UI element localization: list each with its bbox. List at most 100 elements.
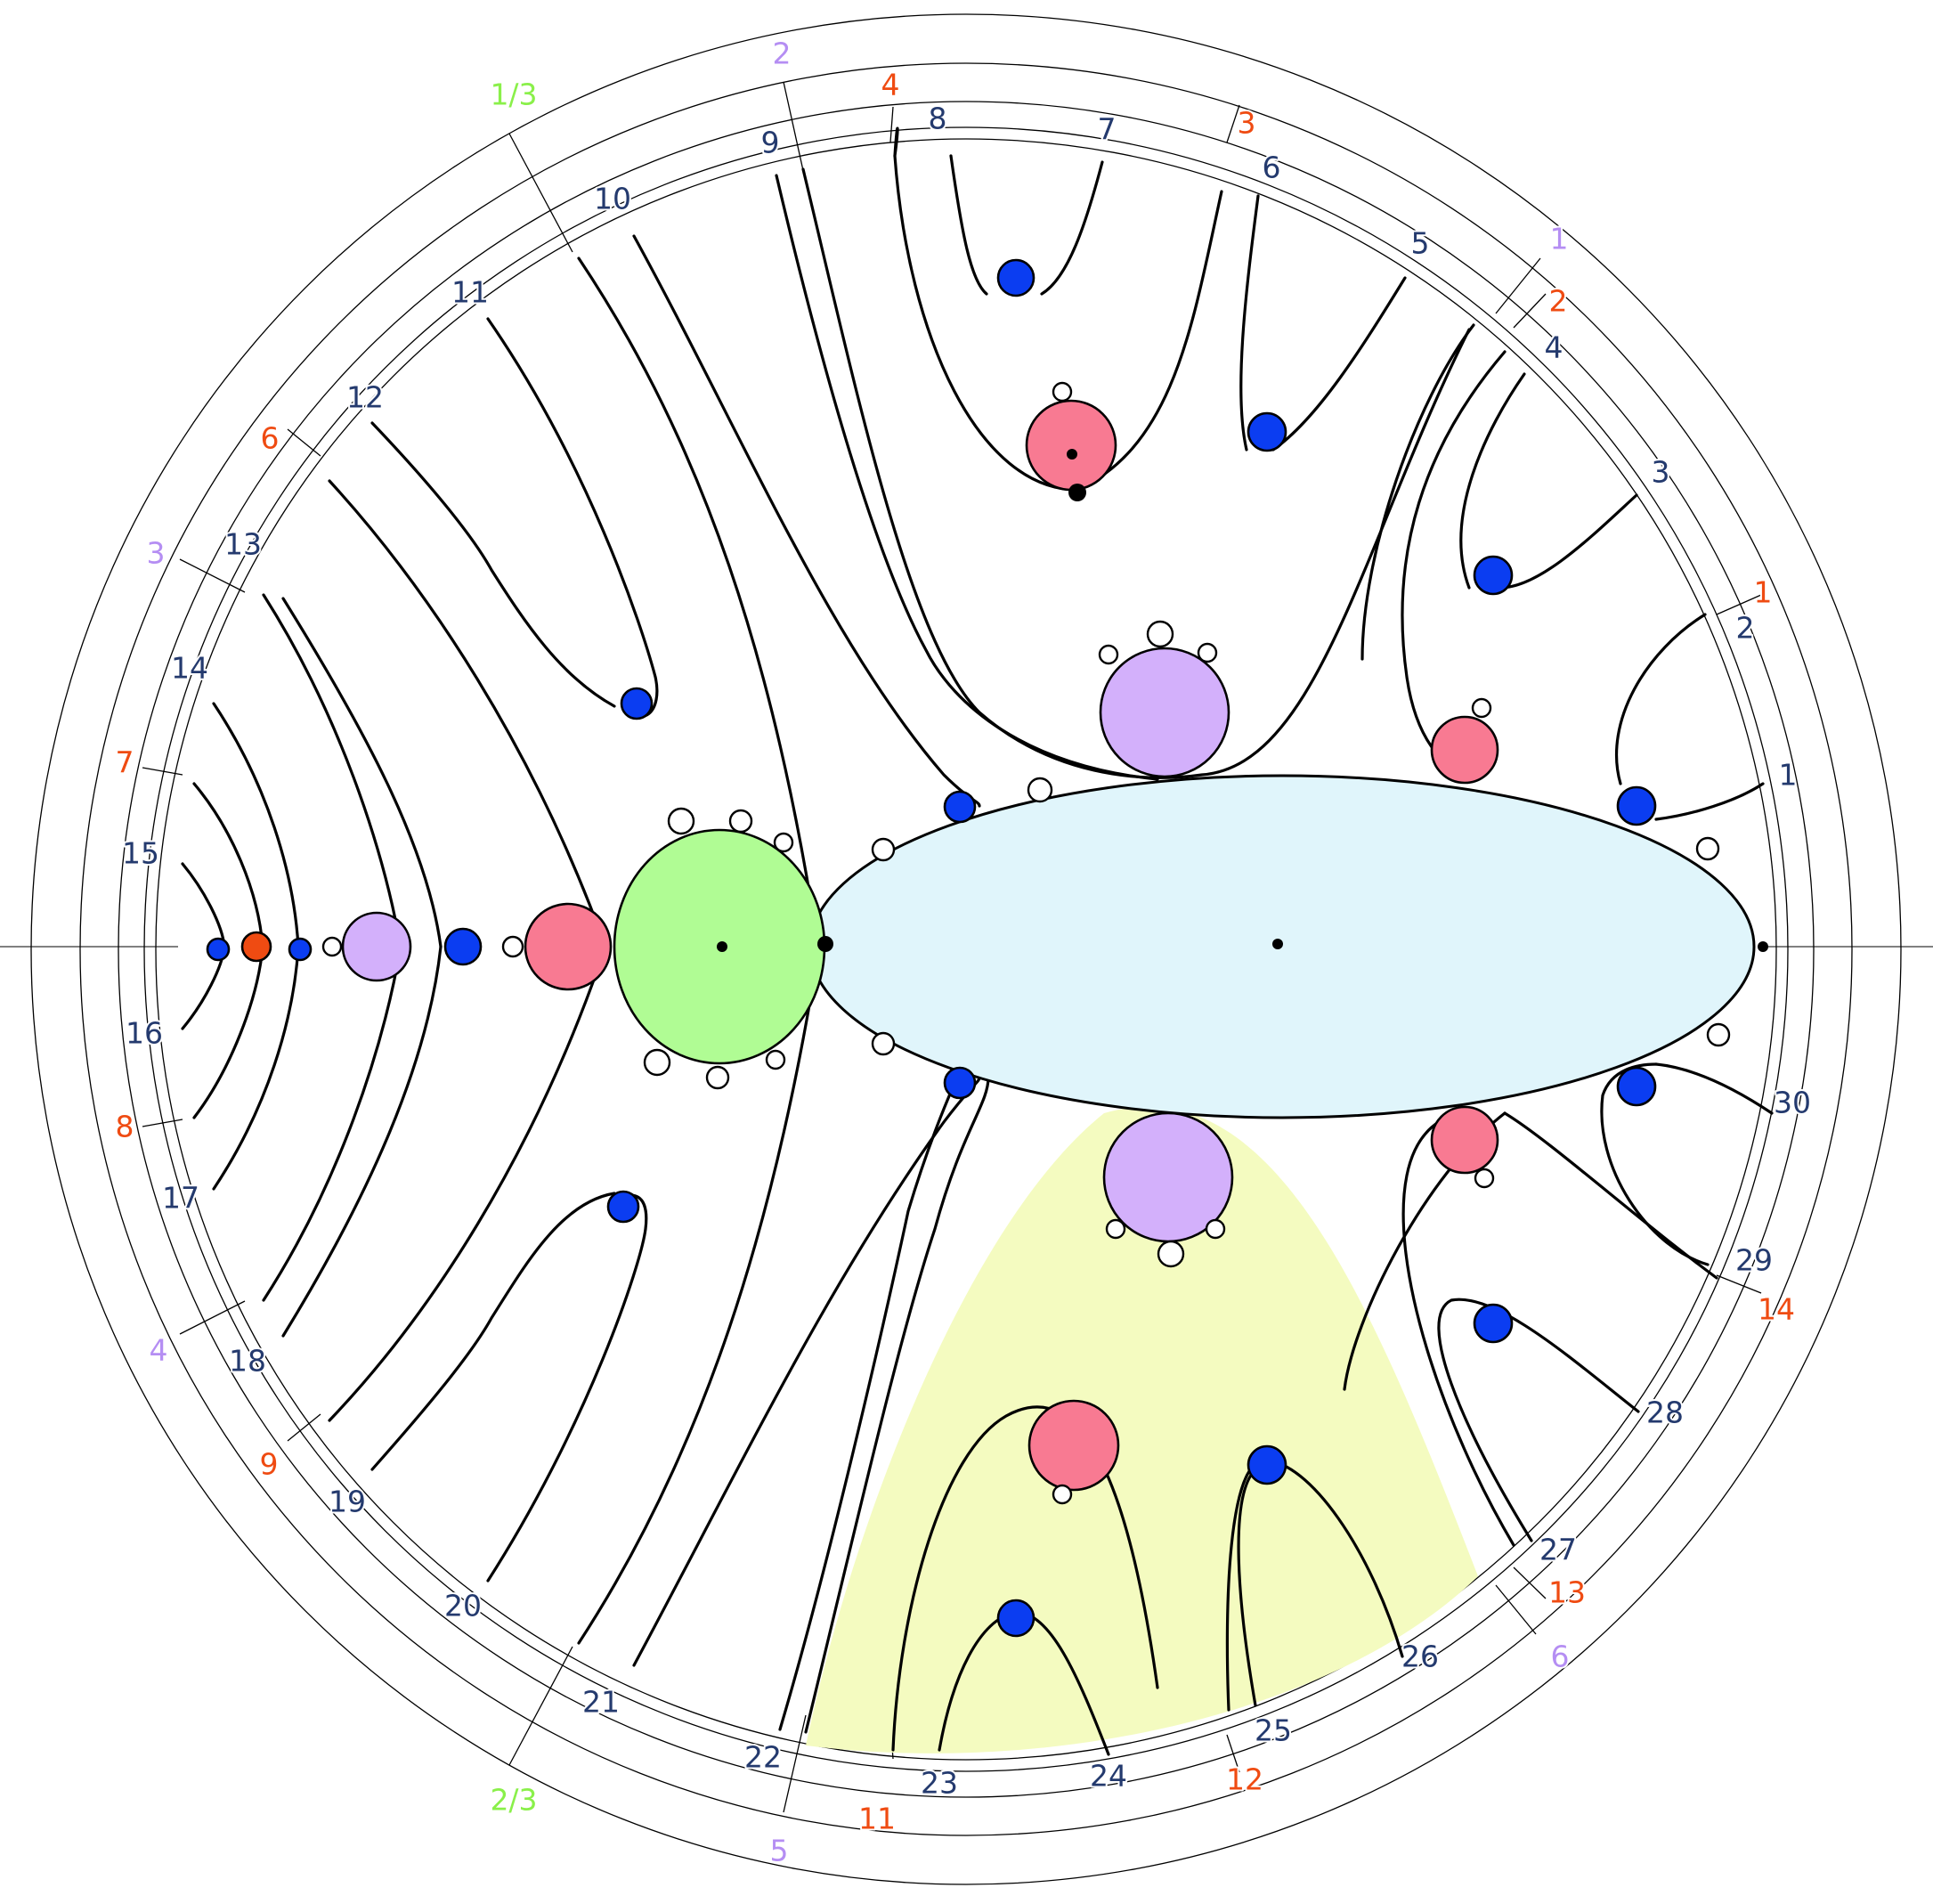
- ring-2: [79, 62, 1853, 1836]
- period30-label-18: 18: [229, 1344, 266, 1379]
- period6-label-1: 1: [1550, 222, 1569, 256]
- tick-p14-7: [142, 767, 183, 776]
- blue-bulb: [996, 1599, 1036, 1638]
- tick-1-3: [508, 133, 573, 253]
- pink-bulb-top: [1025, 399, 1117, 492]
- period30-label-2: 2: [1736, 611, 1755, 646]
- tick-p14-9: [287, 1413, 321, 1442]
- tick-p14-6: [287, 428, 321, 457]
- period30-label-12: 12: [346, 380, 384, 415]
- period30-label-7: 7: [1098, 112, 1117, 147]
- period30-label-16: 16: [126, 1016, 163, 1051]
- period14-label-11: 11: [858, 1802, 896, 1836]
- period30-label-23: 23: [921, 1766, 958, 1801]
- period6-label-2: 2: [773, 37, 792, 71]
- period6-label-5: 5: [770, 1834, 789, 1868]
- blue-bulb: [943, 1066, 977, 1100]
- period6-label-4: 4: [150, 1333, 168, 1368]
- tick-p14-14: [1716, 1274, 1762, 1294]
- period30-label-11: 11: [451, 275, 489, 310]
- tick-p14-12: [1226, 1734, 1240, 1773]
- blue-bulb: [1616, 1066, 1657, 1107]
- tick-p14-3: [1226, 104, 1240, 143]
- tick-p14-13: [1513, 1566, 1547, 1599]
- period30-label-24: 24: [1090, 1759, 1127, 1794]
- tick-p14-2: [1513, 293, 1547, 329]
- blue-bulb: [443, 927, 483, 966]
- blue-bulb: [1247, 1444, 1287, 1485]
- period30-label-1: 1: [1779, 758, 1798, 793]
- period30-label-15: 15: [122, 836, 159, 871]
- tick-p6-1: [1495, 257, 1541, 314]
- root-point-pink-top: [1068, 484, 1086, 501]
- period30-label-19: 19: [329, 1485, 366, 1519]
- blue-bulb: [943, 790, 977, 824]
- period6-label-6: 6: [1551, 1640, 1570, 1674]
- period30-label-14: 14: [171, 651, 208, 686]
- period30-label-6: 6: [1263, 151, 1281, 185]
- tick-2-3: [508, 1646, 573, 1766]
- blue-bulb: [1473, 555, 1514, 596]
- blue-bulb: [606, 1190, 640, 1224]
- purple-bulb-left: [341, 911, 412, 982]
- tick-p6-5: [783, 1714, 807, 1813]
- period30-label-21: 21: [582, 1685, 620, 1720]
- center-dot-pink-top: [1067, 449, 1077, 460]
- tick-p6-3: [179, 558, 246, 593]
- pink-bulb-bottom: [1027, 1399, 1120, 1492]
- period14-label-6: 6: [261, 421, 280, 456]
- period30-label-27: 27: [1539, 1533, 1577, 1567]
- period30-label-22: 22: [744, 1740, 782, 1775]
- period14-label-7: 7: [116, 745, 134, 780]
- period2-label-1-3: 1/3: [490, 77, 537, 112]
- period30-label-17: 17: [162, 1181, 199, 1216]
- blue-bulb: [620, 687, 654, 720]
- period30-label-3: 3: [1652, 455, 1670, 490]
- period14-label-9: 9: [260, 1447, 279, 1482]
- angle-labels: 1/32/31234561234678911121314123456789101…: [114, 35, 1814, 1870]
- period-3-bulb-upper: [1099, 647, 1230, 778]
- blue-bulb: [288, 937, 313, 962]
- outer-ring: [30, 13, 1902, 1885]
- period14-label-4: 4: [881, 68, 900, 102]
- period30-label-9: 9: [761, 126, 780, 160]
- root-point: [817, 936, 833, 952]
- shaded-wake-region: [806, 1106, 1478, 1753]
- period30-label-28: 28: [1646, 1395, 1684, 1430]
- tick-p6-2: [783, 81, 807, 183]
- orange-bulb: [240, 931, 272, 963]
- period6-label-3: 3: [147, 536, 166, 571]
- blue-bulb: [206, 937, 231, 962]
- period14-label-8: 8: [116, 1110, 134, 1144]
- blue-bulb: [996, 258, 1036, 297]
- period30-label-25: 25: [1255, 1713, 1292, 1748]
- tip-point-right: [1758, 941, 1768, 952]
- period2-label-2-3: 2/3: [490, 1783, 537, 1818]
- center-dot-cardioid: [1272, 939, 1283, 949]
- ring-3: [118, 101, 1815, 1798]
- period14-label-14: 14: [1758, 1292, 1795, 1327]
- tick-p14-4: [889, 106, 894, 143]
- period14-label-12: 12: [1226, 1762, 1263, 1797]
- tick-p6-4: [179, 1300, 246, 1335]
- tick-p14-1: [1716, 594, 1762, 615]
- blue-bulb: [1616, 785, 1657, 826]
- period30-label-5: 5: [1411, 226, 1430, 261]
- blue-bulb: [1247, 411, 1287, 452]
- center-dot-period-2: [717, 941, 727, 952]
- small-white-bulbs: [321, 381, 1731, 1505]
- period30-label-13: 13: [224, 527, 262, 562]
- period14-label-3: 3: [1238, 106, 1256, 141]
- period30-label-26: 26: [1401, 1640, 1439, 1674]
- tick-p14-8: [142, 1119, 183, 1127]
- period14-label-13: 13: [1548, 1575, 1586, 1610]
- pink-bulb-left: [524, 902, 613, 991]
- external-rays: [181, 126, 1774, 1756]
- ring-4: [143, 126, 1789, 1772]
- pink-bulb-upper-right: [1430, 715, 1499, 785]
- period30-label-29: 29: [1735, 1243, 1773, 1278]
- period30-label-8: 8: [929, 102, 947, 136]
- pink-bulb-lower-right: [1430, 1105, 1499, 1175]
